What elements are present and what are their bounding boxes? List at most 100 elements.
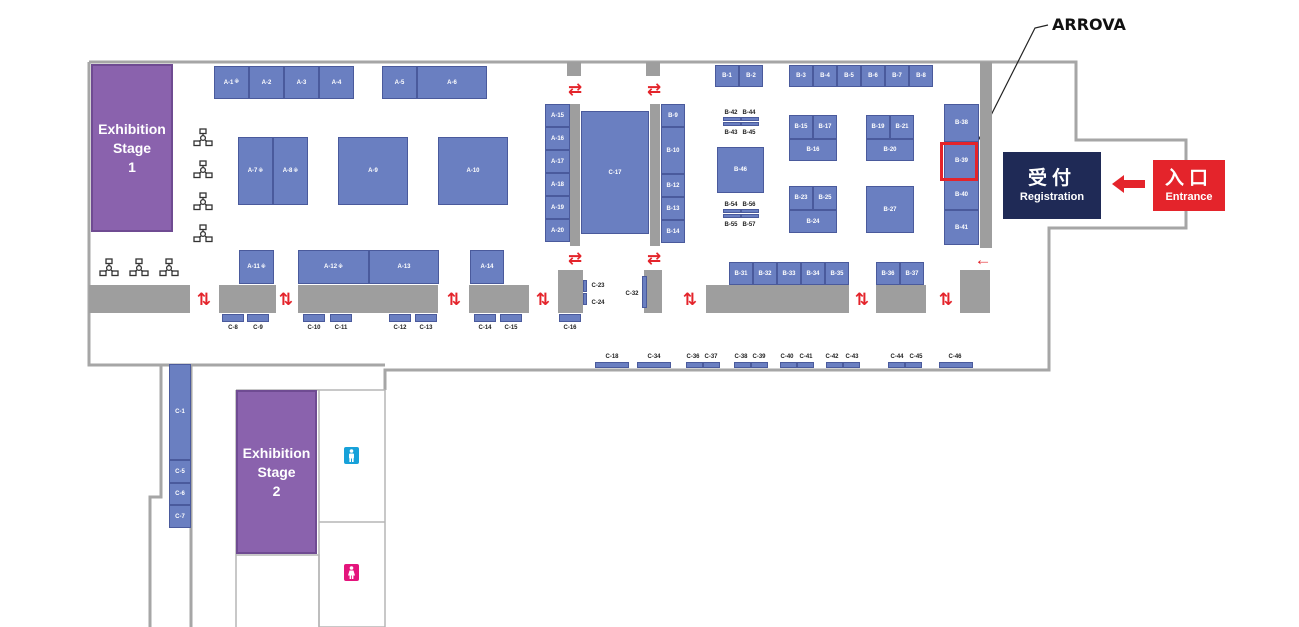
booth-a-13[interactable]: A-13: [369, 250, 439, 284]
booth-a-12[interactable]: A-12※: [298, 250, 369, 284]
booth-b-4[interactable]: B-4: [813, 65, 837, 87]
booth-a-10[interactable]: A-10: [438, 137, 508, 205]
booth-b-55[interactable]: [723, 214, 741, 218]
booth-b-24[interactable]: B-24: [789, 210, 837, 233]
booth-b-23[interactable]: B-23: [789, 186, 813, 210]
booth-a-11[interactable]: A-11※: [239, 250, 274, 284]
booth-a-2[interactable]: A-2: [249, 66, 284, 99]
booth-b-8[interactable]: B-8: [909, 65, 933, 87]
exhibition-stage-1[interactable]: Exhibition Stage 1: [91, 64, 173, 232]
booth-c-9[interactable]: [247, 314, 269, 322]
booth-b-39[interactable]: B-39: [944, 142, 979, 179]
booth-b-19[interactable]: B-19: [866, 115, 890, 139]
booth-c-10[interactable]: [303, 314, 325, 322]
booth-b-45[interactable]: [741, 122, 759, 126]
booth-b-25[interactable]: B-25: [813, 186, 837, 210]
booth-b-56[interactable]: [741, 209, 759, 213]
booth-a-19[interactable]: A-19: [545, 196, 570, 219]
booth-a-3[interactable]: A-3: [284, 66, 319, 99]
booth-c-24[interactable]: [583, 293, 587, 305]
booth-b-36[interactable]: B-36: [876, 262, 900, 285]
booth-b-20[interactable]: B-20: [866, 139, 914, 161]
booth-b-2[interactable]: B-2: [739, 65, 763, 87]
booth-b-34[interactable]: B-34: [801, 262, 825, 285]
booth-b-35[interactable]: B-35: [825, 262, 849, 285]
booth-c-34[interactable]: [637, 362, 671, 368]
booth-b-46[interactable]: B-46: [717, 147, 764, 193]
booth-c-18[interactable]: [595, 362, 629, 368]
booth-a-4[interactable]: A-4: [319, 66, 354, 99]
booth-c-1[interactable]: C-1: [169, 364, 191, 460]
booth-b-3[interactable]: B-3: [789, 65, 813, 87]
booth-a-9[interactable]: A-9: [338, 137, 408, 205]
booth-b-5[interactable]: B-5: [837, 65, 861, 87]
booth-b-9[interactable]: B-9: [661, 104, 685, 127]
booth-b-10[interactable]: B-10: [661, 127, 685, 174]
booth-b-15[interactable]: B-15: [789, 115, 813, 139]
booth-c-11[interactable]: [330, 314, 352, 322]
booth-c-40[interactable]: [780, 362, 797, 368]
booth-c-15[interactable]: [500, 314, 522, 322]
booth-c-36[interactable]: [686, 362, 703, 368]
booth-a-16[interactable]: A-16: [545, 127, 570, 150]
booth-c-6[interactable]: C-6: [169, 483, 191, 505]
booth-c-46[interactable]: [939, 362, 973, 368]
booth-c-32[interactable]: [642, 276, 647, 308]
booth-c-17[interactable]: C-17: [581, 111, 649, 234]
booth-b-32[interactable]: B-32: [753, 262, 777, 285]
booth-b-12[interactable]: B-12: [661, 174, 685, 197]
booth-c-41[interactable]: [797, 362, 814, 368]
booth-c-43[interactable]: [843, 362, 860, 368]
booth-a-17[interactable]: A-17: [545, 150, 570, 173]
booth-c-14[interactable]: [474, 314, 496, 322]
booth-c-44-label: C-44: [890, 354, 904, 360]
booth-a-7[interactable]: A-7※: [238, 137, 273, 205]
booth-b-37[interactable]: B-37: [900, 262, 924, 285]
booth-c-8[interactable]: [222, 314, 244, 322]
booth-b-43[interactable]: [723, 122, 741, 126]
booth-a-1[interactable]: A-1※: [214, 66, 249, 99]
booth-c-38[interactable]: [734, 362, 751, 368]
booth-b-6[interactable]: B-6: [861, 65, 885, 87]
booth-a-15[interactable]: A-15: [545, 104, 570, 127]
booth-c-13[interactable]: [415, 314, 437, 322]
booth-c-23[interactable]: [583, 280, 587, 292]
arrova-highlight[interactable]: [940, 142, 978, 181]
booth-b-14[interactable]: B-14: [661, 220, 685, 243]
booth-b-44[interactable]: [741, 117, 759, 121]
booth-a-14[interactable]: A-14: [470, 250, 504, 284]
exhibition-stage-2[interactable]: Exhibition Stage 2: [236, 390, 317, 554]
booth-b-54[interactable]: [723, 209, 741, 213]
booth-a-18[interactable]: A-18: [545, 173, 570, 196]
booth-b-31[interactable]: B-31: [729, 262, 753, 285]
booth-a-8[interactable]: A-8※: [273, 137, 308, 205]
entrance[interactable]: 入口 Entrance: [1153, 160, 1225, 211]
booth-b-33[interactable]: B-33: [777, 262, 801, 285]
booth-b-40[interactable]: B-40: [944, 179, 979, 210]
booth-b-42[interactable]: [723, 117, 741, 121]
booth-c-39[interactable]: [751, 362, 768, 368]
booth-c-7[interactable]: C-7: [169, 505, 191, 528]
booth-b-13[interactable]: B-13: [661, 197, 685, 220]
booth-b-21[interactable]: B-21: [890, 115, 914, 139]
booth-b-7[interactable]: B-7: [885, 65, 909, 87]
booth-b-17[interactable]: B-17: [813, 115, 837, 139]
booth-b-16[interactable]: B-16: [789, 139, 837, 161]
booth-b-57[interactable]: [741, 214, 759, 218]
registration-desk[interactable]: 受付 Registration: [1003, 152, 1101, 219]
booth-a-5[interactable]: A-5: [382, 66, 417, 99]
booth-b-41[interactable]: B-41: [944, 210, 979, 245]
booth-c-12[interactable]: [389, 314, 411, 322]
booth-c-44[interactable]: [888, 362, 905, 368]
booth-c-5[interactable]: C-5: [169, 460, 191, 483]
booth-b-27[interactable]: B-27: [866, 186, 914, 233]
booth-a-6[interactable]: A-6: [417, 66, 487, 99]
booth-c-45[interactable]: [905, 362, 922, 368]
booth-c-37[interactable]: [703, 362, 720, 368]
booth-c-42[interactable]: [826, 362, 843, 368]
booth-c-16[interactable]: [559, 314, 581, 322]
booth-a-20[interactable]: A-20: [545, 219, 570, 242]
booth-b-38[interactable]: B-38: [944, 104, 979, 142]
entrance-jp: 入口: [1164, 167, 1213, 189]
booth-b-1[interactable]: B-1: [715, 65, 739, 87]
